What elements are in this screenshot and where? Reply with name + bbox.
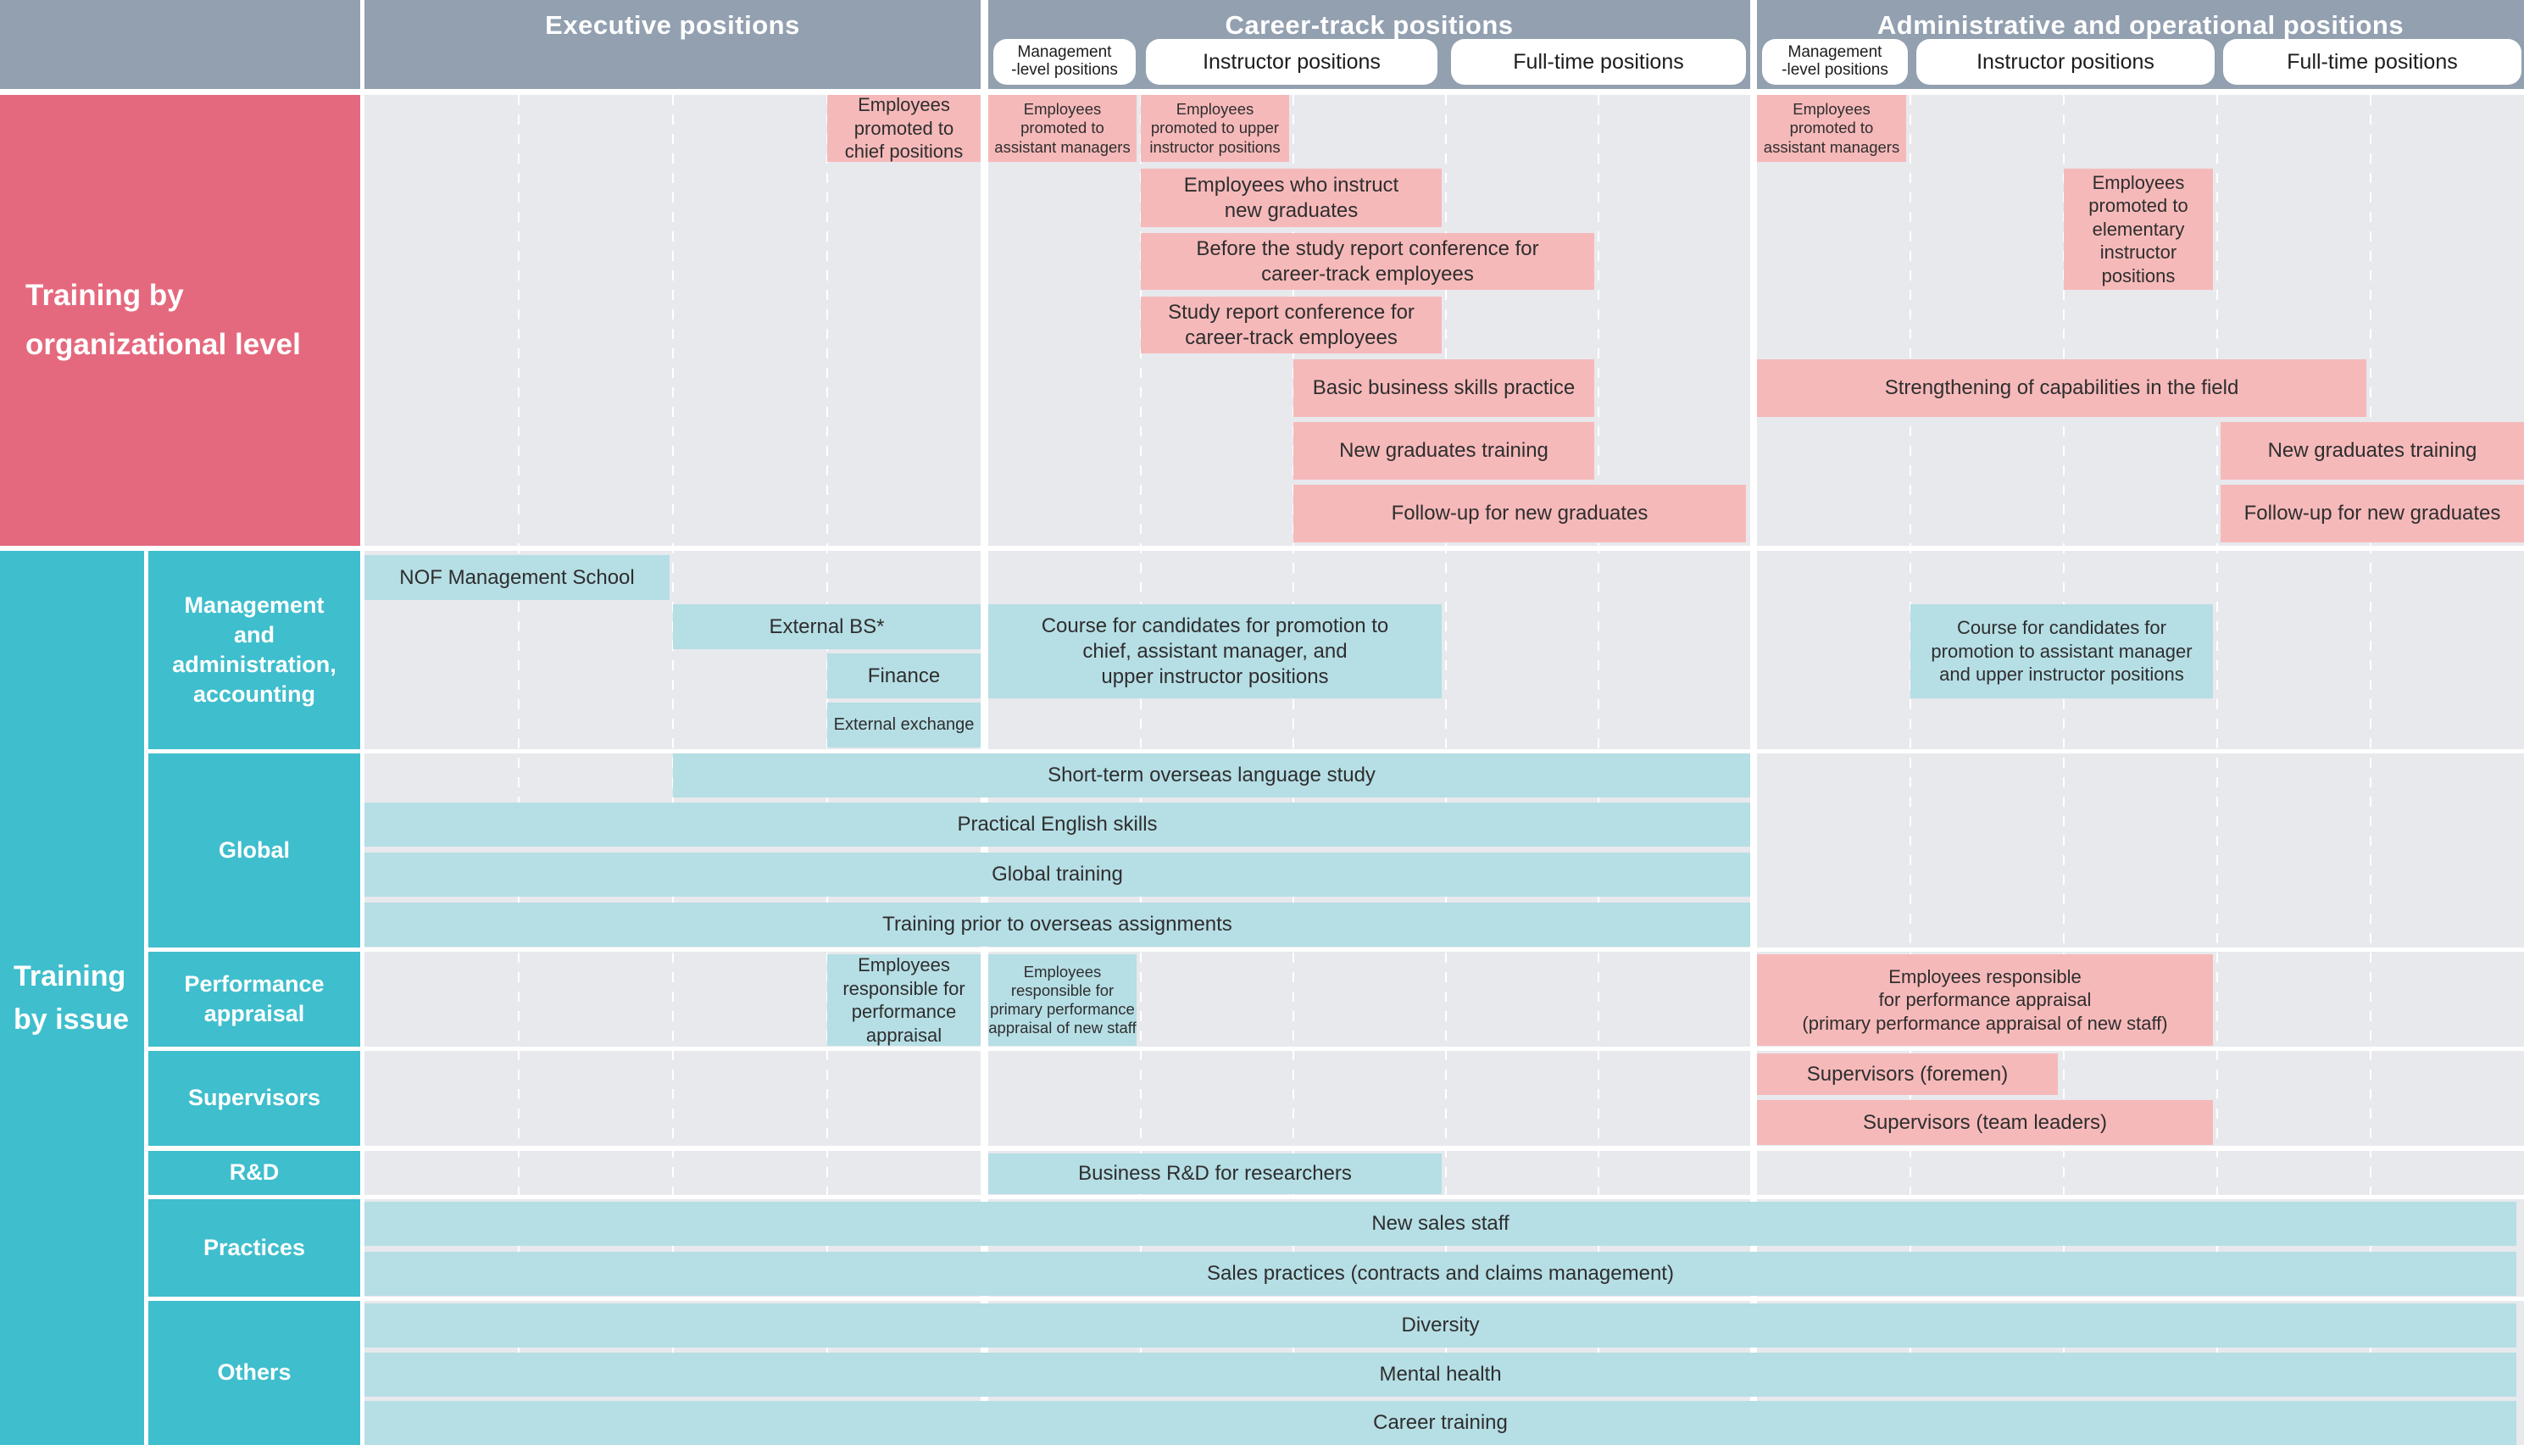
- box-career-training: Career training: [364, 1401, 2516, 1445]
- box-external-bs: External BS*: [673, 604, 981, 649]
- section-separator: [148, 749, 2524, 753]
- category-supervisors: Supervisors: [148, 1051, 360, 1146]
- executive-positions-title: Executive positions: [545, 10, 800, 40]
- box-employees-promoted-assistant-managers-admin: Employees promoted to assistant managers: [1757, 95, 1906, 162]
- category-global: Global: [148, 753, 360, 948]
- box-new-graduates-training-ct: New graduates training: [1293, 422, 1594, 480]
- box-employees-promoted-upper-instructor: Employees promoted to upper instructor p…: [1141, 95, 1289, 162]
- box-employees-responsible-performance-appraisal-admin: Employees responsible for performance ap…: [1757, 954, 2213, 1046]
- category-rd: R&D: [148, 1151, 360, 1195]
- box-new-sales-staff: New sales staff: [364, 1202, 2516, 1246]
- box-global-training: Global training: [364, 853, 1750, 897]
- box-sales-practices: Sales practices (contracts and claims ma…: [364, 1252, 2516, 1296]
- box-supervisors-team-leaders: Supervisors (team leaders): [1757, 1100, 2213, 1145]
- section-separator: [148, 1195, 2524, 1199]
- grid-dashed-line: [2370, 95, 2371, 1445]
- box-employees-responsible-performance-appraisal: Employees responsible for performance ap…: [827, 954, 981, 1046]
- category-others: Others: [148, 1301, 360, 1445]
- section-separator: [148, 1297, 2524, 1301]
- box-supervisors-foremen: Supervisors (foremen): [1757, 1053, 2058, 1095]
- box-basic-business-skills-practice: Basic business skills practice: [1293, 359, 1594, 417]
- box-training-prior-overseas-assignments: Training prior to overseas assignments: [364, 903, 1750, 947]
- section-gap-vertical: [1750, 95, 1757, 1445]
- section-separator: [148, 1047, 2524, 1051]
- category-management-administration-accounting: Management and administration, accountin…: [148, 551, 360, 749]
- career-track-instructor-button: Instructor positions: [1146, 39, 1437, 85]
- box-followup-new-graduates-admin: Follow-up for new graduates: [2221, 485, 2524, 542]
- admin-instructor-button: Instructor positions: [1916, 39, 2215, 85]
- section-separator: [148, 948, 2524, 952]
- box-employees-promoted-elementary-instructor: Employees promoted to elementary instruc…: [2064, 169, 2213, 290]
- box-followup-new-graduates-ct: Follow-up for new graduates: [1293, 485, 1746, 542]
- box-short-term-overseas-language-study: Short-term overseas language study: [673, 753, 1750, 797]
- box-strengthening-capabilities-field: Strengthening of capabilities in the fie…: [1757, 359, 2366, 417]
- sidebar-training-by-organizational-level: Training by organizational level: [0, 95, 360, 546]
- box-employees-responsible-primary-appraisal-new-staff: Employees responsible for primary perfor…: [988, 954, 1137, 1046]
- box-practical-english-skills: Practical English skills: [364, 803, 1750, 847]
- sidebar-training-by-issue: Training by issue: [0, 551, 144, 1445]
- grid-dashed-line: [2216, 95, 2218, 1445]
- box-course-candidates-assistant-manager: Course for candidates for promotion to a…: [1910, 604, 2213, 698]
- header-blank-cell: [0, 0, 360, 89]
- box-nof-management-school: NOF Management School: [364, 555, 670, 600]
- header-group-executive: Executive positions: [364, 0, 981, 89]
- section-separator: [148, 1146, 2524, 1151]
- box-new-graduates-training-admin: New graduates training: [2221, 422, 2524, 480]
- box-employees-promoted-assistant-managers-ct: Employees promoted to assistant managers: [988, 95, 1137, 162]
- box-employees-promoted-chief: Employees promoted to chief positions: [827, 94, 981, 162]
- org-level-label: Training by organizational level: [25, 279, 301, 361]
- box-course-candidates-chief: Course for candidates for promotion to c…: [988, 604, 1442, 698]
- grid-dashed-line: [2063, 95, 2065, 1445]
- box-business-rd-researchers: Business R&D for researchers: [988, 1153, 1442, 1194]
- box-employees-who-instruct-new-graduates: Employees who instruct new graduates: [1141, 169, 1442, 227]
- box-mental-health: Mental health: [364, 1353, 2516, 1397]
- by-issue-label: Training by issue: [14, 959, 130, 1036]
- administrative-positions-title: Administrative and operational positions: [1876, 10, 2404, 40]
- category-practices: Practices: [148, 1199, 360, 1297]
- career-track-management-level-button: Management -level positions: [993, 39, 1136, 85]
- box-external-exchange: External exchange: [827, 703, 981, 747]
- grid-dashed-line: [1910, 95, 1911, 1445]
- box-before-study-report-conference: Before the study report conference for c…: [1141, 233, 1594, 290]
- career-track-positions-title: Career-track positions: [1225, 10, 1514, 40]
- section-separator: [0, 546, 2524, 551]
- box-finance: Finance: [827, 653, 981, 698]
- career-track-full-time-button: Full-time positions: [1451, 39, 1746, 85]
- admin-management-level-button: Management -level positions: [1762, 39, 1908, 85]
- box-study-report-conference: Study report conference for career-track…: [1141, 297, 1442, 353]
- admin-full-time-button: Full-time positions: [2223, 39, 2521, 85]
- category-performance-appraisal: Performance appraisal: [148, 952, 360, 1047]
- grid-dashed-line: [518, 95, 520, 1445]
- box-diversity: Diversity: [364, 1303, 2516, 1348]
